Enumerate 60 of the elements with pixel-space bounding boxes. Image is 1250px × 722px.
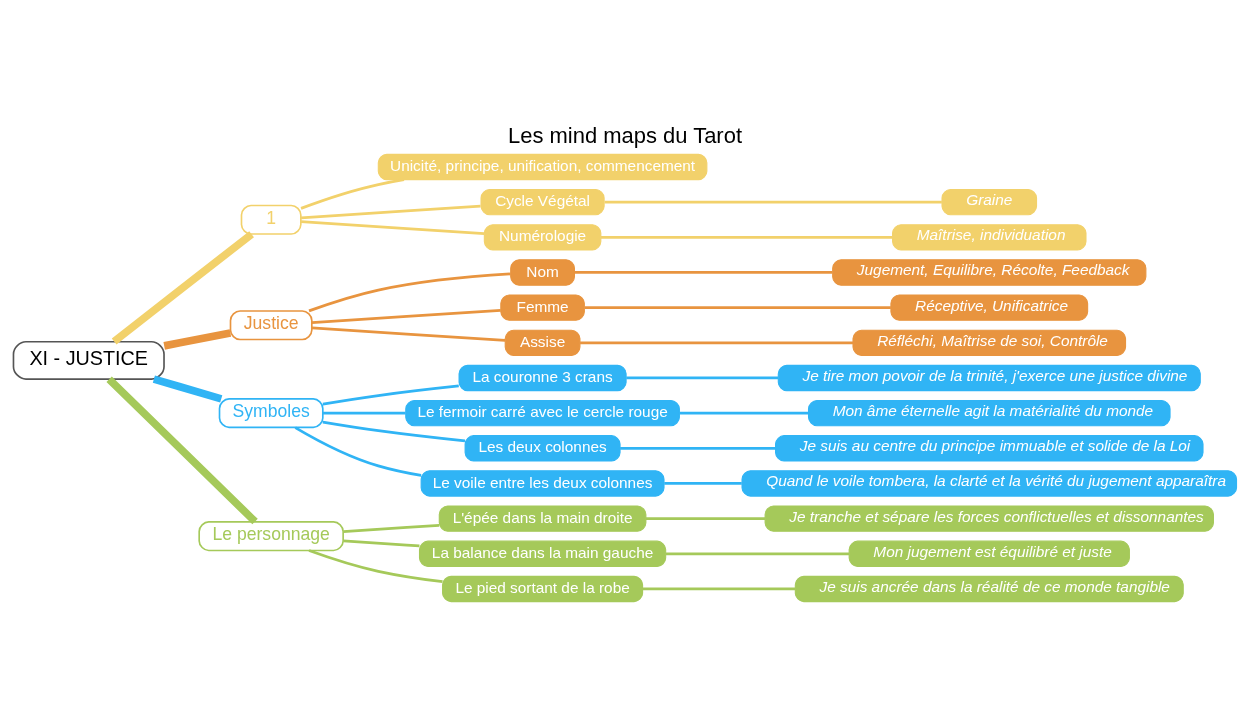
connector: [343, 523, 440, 533]
connector: [308, 272, 511, 312]
connector: [294, 425, 422, 477]
node-box: Unicité, principe, unification, commencement: [377, 153, 708, 180]
connector: [300, 219, 485, 235]
node-box: La balance dans la main gauche: [418, 540, 667, 567]
connector: [311, 308, 501, 324]
node-box: Symboles: [218, 397, 324, 428]
node-box: Le personnage: [198, 520, 344, 551]
node-box: Mon jugement est équilibré et juste: [848, 540, 1130, 567]
connector: [620, 446, 776, 450]
node-box: Nom: [510, 258, 575, 286]
connector: [343, 539, 420, 547]
connector: [300, 204, 481, 219]
connector: [626, 376, 778, 379]
node-box: Quand le voile tombera, la clarté et la vérité du jugement apparaîtra: [741, 469, 1238, 497]
node-box: Je suis au centre du principe immuable et solide de la Loi: [775, 434, 1204, 461]
connector: [584, 305, 891, 309]
connector: [664, 481, 742, 485]
connector: [574, 270, 833, 274]
connector: [600, 235, 893, 239]
connector: [679, 411, 809, 415]
node-box: Numérologie: [483, 223, 602, 250]
node-box: Cycle Végétal: [480, 188, 605, 215]
node-box: Le pied sortant de la robe: [442, 575, 644, 602]
node-box: Réfléchi, Maîtrise de soi, Contrôle: [852, 329, 1127, 356]
node-box: Le voile entre les deux colonnes: [420, 469, 665, 497]
node-box: Les deux colonnes: [464, 434, 621, 461]
connector: [311, 325, 506, 342]
connector: [111, 230, 254, 344]
node-box: La couronne 3 crans: [458, 364, 627, 391]
node-box: L'épée dans la main droite: [438, 504, 647, 532]
node-box: Je tranche et sépare les forces conflictuelles et dissonnantes: [764, 504, 1214, 532]
connector: [152, 374, 223, 403]
node-box: Je suis ancrée dans la réalité de ce monde tangible: [794, 575, 1184, 602]
node-box: Justice: [229, 309, 313, 340]
connector: [665, 551, 850, 555]
connector: [642, 587, 796, 590]
node-box: Mon âme éternelle agit la matérialité du monde: [807, 399, 1171, 426]
connector: [580, 340, 853, 344]
connector: [322, 411, 406, 415]
connector: [106, 375, 258, 524]
connector: [308, 548, 443, 583]
node-box: Jugement, Equilibre, Récolte, Feedback: [832, 258, 1147, 286]
node-box: Femme: [500, 293, 585, 321]
node-box: 1: [240, 204, 302, 235]
node-box: XI - JUSTICE: [12, 340, 165, 380]
connector: [300, 177, 405, 210]
connector: [322, 420, 466, 442]
connector: [322, 384, 459, 405]
node-box: Je tire mon povoir de la trinité, j'exerce une justice divine: [777, 364, 1201, 391]
connector: [163, 328, 232, 350]
node-box: Maîtrise, individuation: [892, 223, 1087, 250]
diagram-title: Les mind maps du Tarot: [507, 122, 743, 148]
node-box: Le fermoir carré avec le cercle rouge: [405, 399, 680, 426]
node-box: Graine: [941, 188, 1038, 215]
connector: [645, 516, 766, 520]
connector: [604, 200, 942, 204]
node-box: Réceptive, Unificatrice: [890, 293, 1089, 321]
node-box: Assise: [504, 329, 581, 356]
